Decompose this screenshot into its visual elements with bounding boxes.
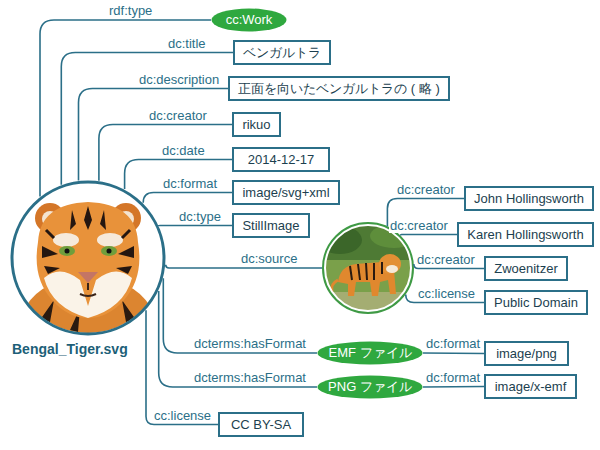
edge-label: dc:type: [178, 209, 222, 224]
illustration-part: [332, 280, 338, 292]
node-text: EMF ファイル: [328, 345, 411, 361]
edge-label: cc:license: [153, 408, 212, 423]
illustration-part: [107, 249, 112, 254]
source-photo: [322, 222, 414, 314]
subject-image-node: Bengal_Tiger.svg: [10, 180, 166, 362]
literal-box: rikuo: [232, 112, 281, 137]
literal-box: Karen Hollingsworth: [457, 222, 594, 247]
connector: [163, 278, 317, 353]
node-text: Karen Hollingsworth: [467, 227, 583, 243]
illustration-part: [101, 246, 117, 256]
edge-label: cc:license: [417, 286, 476, 301]
node-text: Public Domain: [494, 295, 578, 311]
node-text: StillImage: [242, 218, 299, 234]
photo-ring: [323, 223, 413, 313]
connector: [159, 224, 232, 226]
literal-box: StillImage: [232, 213, 310, 238]
literal-box: image/png: [484, 341, 569, 366]
literal-box: 正面を向いたベンガルトラの ( 略 ): [228, 76, 450, 101]
node-text: cc:Work: [226, 12, 273, 28]
photo-inner-ring: [325, 225, 411, 311]
tiger-illustration: [10, 180, 166, 336]
node-text: Zwoenitzer: [494, 261, 558, 277]
literal-box: 2014-12-17: [232, 147, 330, 172]
illustration-part: [37, 202, 140, 318]
illustration-part: [53, 233, 79, 247]
node-heading: Bengal_Tiger.svg: [12, 340, 128, 358]
tiger-ring: [12, 182, 164, 334]
literal-box: CC BY-SA: [218, 412, 304, 437]
illustration-part: [386, 265, 398, 273]
ellipse-fill: [212, 9, 287, 32]
illustration-part: [322, 222, 414, 314]
class-ellipse: cc:Work: [211, 8, 287, 32]
connector: [159, 291, 317, 387]
node-text: image/x-emf: [495, 379, 567, 395]
connector: [143, 193, 232, 203]
literal-box: John Hollingsworth: [464, 186, 594, 211]
illustration-part: [59, 246, 75, 256]
connector: [61, 53, 233, 185]
ellipse-fill: [318, 376, 423, 399]
connector: [401, 235, 458, 236]
literal-box: image/x-emf: [484, 374, 577, 399]
node-text: image/png: [496, 346, 557, 362]
node-text: CC BY-SA: [231, 417, 291, 433]
tiger-ground: [12, 182, 164, 334]
edge-label: dc:date: [161, 143, 206, 158]
connector: [423, 386, 484, 388]
edge-label: dc:creator: [416, 252, 476, 267]
node-text: John Hollingsworth: [474, 191, 584, 207]
node-text: PNG ファイル: [328, 379, 412, 395]
literal-box: image/svg+xml: [232, 180, 340, 205]
edge-label: dc:title: [167, 36, 207, 51]
illustration-part: [65, 249, 70, 254]
literal-box: Public Domain: [484, 290, 588, 315]
edge-label: dc:creator: [148, 108, 208, 123]
illustration-part: [44, 271, 132, 318]
literal-box: Zwoenitzer: [484, 256, 568, 281]
edge-label: dc:format: [425, 370, 481, 385]
connector: [146, 310, 218, 424]
source-image-node: [322, 222, 414, 314]
edge-label: dcterms:hasFormat: [193, 370, 307, 385]
edge-label: dcterms:hasFormat: [193, 336, 307, 351]
node-text: 正面を向いたベンガルトラの ( 略 ): [238, 81, 440, 97]
illustration-part: [46, 230, 130, 238]
edge-label: dc:creator: [396, 182, 456, 197]
tiger-drawing: [14, 202, 162, 336]
node-text: 2014-12-17: [248, 152, 315, 168]
edge-label: dc:format: [425, 336, 481, 351]
illustration-part: [350, 262, 382, 280]
format-ellipse: EMF ファイル: [317, 341, 423, 365]
connector: [79, 89, 229, 181]
illustration-part: [78, 272, 98, 283]
photo-drawing: [322, 222, 414, 314]
node-text: ベンガルトラ: [243, 45, 321, 61]
illustration-part: [97, 233, 123, 247]
literal-box: ベンガルトラ: [233, 40, 331, 65]
edge-label: dc:description: [138, 72, 220, 87]
edge-label: dc:format: [162, 176, 218, 191]
edge-label: dc:creator: [389, 218, 449, 233]
illustration-part: [80, 283, 96, 296]
edge-label: dc:source: [240, 251, 298, 266]
format-ellipse: PNG ファイル: [317, 375, 423, 399]
connector: [99, 125, 232, 181]
node-text: rikuo: [242, 117, 270, 133]
node-text: image/svg+xml: [242, 185, 329, 201]
edge-label: rdf:type: [108, 3, 153, 18]
illustration-part: [42, 206, 134, 274]
connector: [423, 352, 484, 354]
ellipse-fill: [318, 342, 423, 365]
